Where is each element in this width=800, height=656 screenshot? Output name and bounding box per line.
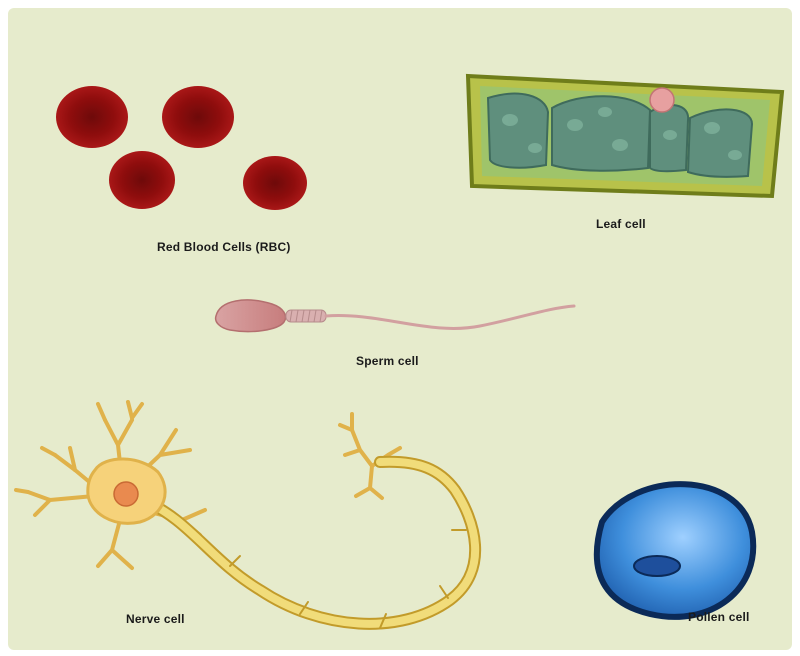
label-pollen-cell: Pollen cell — [688, 610, 750, 624]
rbc-1 — [56, 86, 128, 148]
rbc-2 — [162, 86, 234, 148]
nerve-cell-body — [86, 457, 167, 525]
rbc-3 — [109, 151, 175, 209]
pollen-cell-nucleus — [633, 555, 681, 577]
leaf-cell — [465, 73, 785, 199]
label-red-blood-cells: Red Blood Cells (RBC) — [157, 240, 291, 254]
leaf-cell-nucleus — [649, 87, 675, 113]
label-leaf-cell: Leaf cell — [596, 217, 646, 231]
pollen-cell — [593, 481, 757, 620]
label-nerve-cell: Nerve cell — [126, 612, 185, 626]
sperm-cell — [214, 299, 576, 333]
red-blood-cells — [56, 86, 307, 210]
rbc-4 — [243, 156, 307, 210]
label-sperm-cell: Sperm cell — [356, 354, 419, 368]
nerve-cell — [14, 400, 481, 630]
nerve-cell-nucleus — [113, 481, 139, 507]
